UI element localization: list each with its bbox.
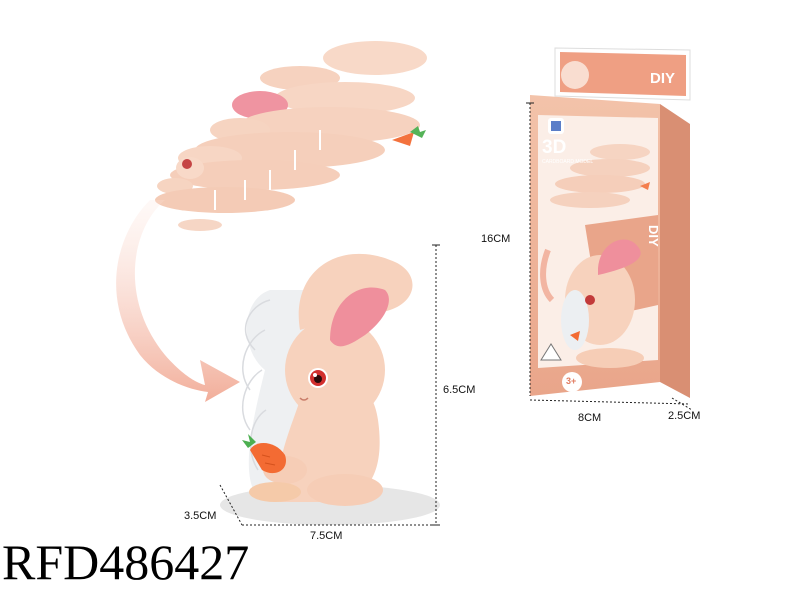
toy-depth-label: 3.5CM xyxy=(184,510,217,522)
box-title-3d: 3D xyxy=(542,137,567,158)
package-box xyxy=(530,47,691,398)
assembly-arrow xyxy=(116,200,240,402)
box-animal-name: RABBIT xyxy=(626,388,649,394)
box-width-label: 8CM xyxy=(578,412,602,424)
box-diy-tag: DIY xyxy=(650,70,676,87)
toy-height-label: 6.5CM xyxy=(443,384,476,396)
box-height-label: 16CM xyxy=(481,233,511,245)
box-dimension-lines xyxy=(526,102,693,411)
assembled-bunny xyxy=(220,253,440,525)
exploded-layers xyxy=(155,41,427,231)
box-depth-label: 2.5CM xyxy=(668,410,701,422)
toy-width-label: 7.5CM xyxy=(310,530,343,542)
box-subtitle: CARDBOARD MODEL xyxy=(542,159,594,165)
box-side-text: DIY xyxy=(646,225,661,247)
age-badge: 3+ xyxy=(566,376,577,386)
product-code: RFD486427 xyxy=(2,534,250,590)
toy-dimension-lines xyxy=(219,244,440,526)
